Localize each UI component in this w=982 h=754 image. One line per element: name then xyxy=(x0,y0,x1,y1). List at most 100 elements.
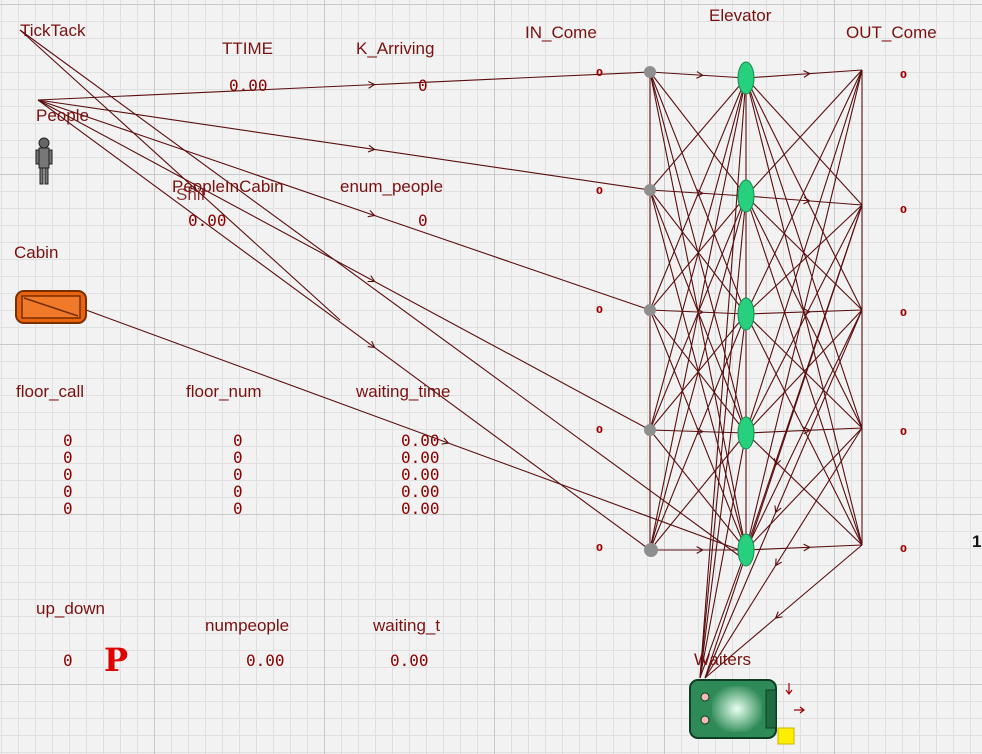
in-come-node[interactable] xyxy=(644,184,656,196)
out-come-token: 0 xyxy=(900,205,907,216)
arc-arrowhead xyxy=(696,546,704,554)
in-come-token: 0 xyxy=(596,186,603,197)
arc xyxy=(704,544,863,679)
arc-arrowhead xyxy=(441,437,450,445)
in-come-node[interactable] xyxy=(644,66,656,78)
arc xyxy=(699,549,747,679)
arc xyxy=(745,309,863,434)
arc xyxy=(745,204,863,434)
k-arriving-value: 0 xyxy=(418,76,428,95)
arc xyxy=(19,29,341,321)
elevator-place-icon[interactable] xyxy=(737,179,755,213)
arc xyxy=(745,69,863,197)
cabin-label[interactable]: Cabin xyxy=(14,243,59,262)
ticktack-label[interactable]: TickTack xyxy=(20,21,86,40)
arc xyxy=(745,69,863,79)
floor-num-value: 0 xyxy=(233,448,243,467)
waiting-time-value: 0.00 xyxy=(401,448,440,467)
people-in-cabin-value: 0.00 xyxy=(188,211,227,230)
arc xyxy=(745,69,863,315)
floor-num-value: 0 xyxy=(233,431,243,450)
elevator-places xyxy=(737,61,755,567)
people-label[interactable]: People xyxy=(36,106,89,125)
arc xyxy=(37,99,651,551)
arc xyxy=(745,69,863,434)
enum-people-label[interactable]: enum_people xyxy=(340,177,444,196)
up-down-label[interactable]: up_down xyxy=(36,599,106,618)
out-come-label[interactable]: OUT_Come xyxy=(846,23,937,42)
out-come-token: 0 xyxy=(900,70,907,81)
arc xyxy=(745,544,863,551)
arc-arrowhead xyxy=(368,81,376,89)
arc-arrowhead xyxy=(696,189,704,197)
waiting-time-value: 0.00 xyxy=(401,431,440,450)
arc xyxy=(745,204,863,315)
shift-label[interactable]: Shif xyxy=(176,185,206,204)
arc xyxy=(745,77,863,311)
in-come-token: 0 xyxy=(596,305,603,316)
ttime-label[interactable]: TTIME xyxy=(222,39,273,58)
elevator-place-icon[interactable] xyxy=(737,533,755,567)
ttime-value: 0.00 xyxy=(229,76,268,95)
arc-arrowhead xyxy=(803,70,811,78)
numpeople-label[interactable]: numpeople xyxy=(205,616,290,635)
floor-num-value: 0 xyxy=(233,482,243,501)
in-come-token: 0 xyxy=(596,543,603,554)
arc xyxy=(85,309,746,553)
out-come-token: 0 xyxy=(900,427,907,438)
edge-number: 1 xyxy=(972,532,982,551)
arc-arrowhead xyxy=(803,196,811,205)
arc xyxy=(649,189,747,551)
waiting-time-label[interactable]: waiting_time xyxy=(356,382,451,401)
arc xyxy=(699,195,747,679)
arc xyxy=(649,77,747,311)
elevator-place-icon[interactable] xyxy=(737,61,755,95)
floor-num-value: 0 xyxy=(233,499,243,518)
floor-num-label[interactable]: floor_num xyxy=(186,382,262,401)
waiting-t-label[interactable]: waiting_t xyxy=(373,616,441,635)
floor-call-label[interactable]: floor_call xyxy=(16,382,85,401)
arc-arrowhead xyxy=(367,340,376,349)
floor-call-value: 0 xyxy=(63,465,73,484)
floor-call-value: 0 xyxy=(63,482,73,501)
p-icon[interactable]: P xyxy=(104,641,129,679)
cabin-icon[interactable] xyxy=(15,290,87,324)
in-come-label[interactable]: IN_Come xyxy=(525,23,597,42)
arc xyxy=(704,309,863,679)
arc xyxy=(704,427,863,679)
arc xyxy=(649,313,747,551)
arc-arrowhead xyxy=(775,558,783,567)
waiters-icon[interactable] xyxy=(689,679,805,745)
arc-arrowhead xyxy=(773,458,782,467)
arc xyxy=(745,77,863,206)
waiters-label[interactable]: Waiters xyxy=(694,650,751,669)
elevator-label[interactable]: Elevator xyxy=(709,6,772,25)
in-come-nodes xyxy=(644,66,658,557)
arc-arrowhead xyxy=(774,505,782,514)
arc xyxy=(649,77,747,431)
elevator-place-icon[interactable] xyxy=(737,416,755,450)
arc-arrowhead xyxy=(367,144,376,153)
up-down-value: 0 xyxy=(63,651,73,670)
in-come-node[interactable] xyxy=(644,424,656,436)
in-come-node[interactable] xyxy=(644,543,658,557)
elevator-place-icon[interactable] xyxy=(737,297,755,331)
arc xyxy=(649,432,747,551)
arc xyxy=(699,432,747,679)
out-come-token: 0 xyxy=(900,308,907,319)
person-icon[interactable] xyxy=(35,137,53,185)
waiting-time-value: 0.00 xyxy=(401,465,440,484)
arc xyxy=(37,71,651,101)
people-in-cabin-label[interactable]: PeopleInCabin xyxy=(172,177,284,196)
in-come-node[interactable] xyxy=(644,304,656,316)
arc-arrowhead xyxy=(367,209,376,218)
arc xyxy=(649,429,747,551)
arc xyxy=(37,99,651,431)
arc xyxy=(704,204,863,679)
k-arriving-label[interactable]: K_Arriving xyxy=(356,39,435,58)
arc xyxy=(649,71,747,79)
arc-arrowhead xyxy=(803,426,811,435)
arc-arrowhead xyxy=(803,543,811,552)
